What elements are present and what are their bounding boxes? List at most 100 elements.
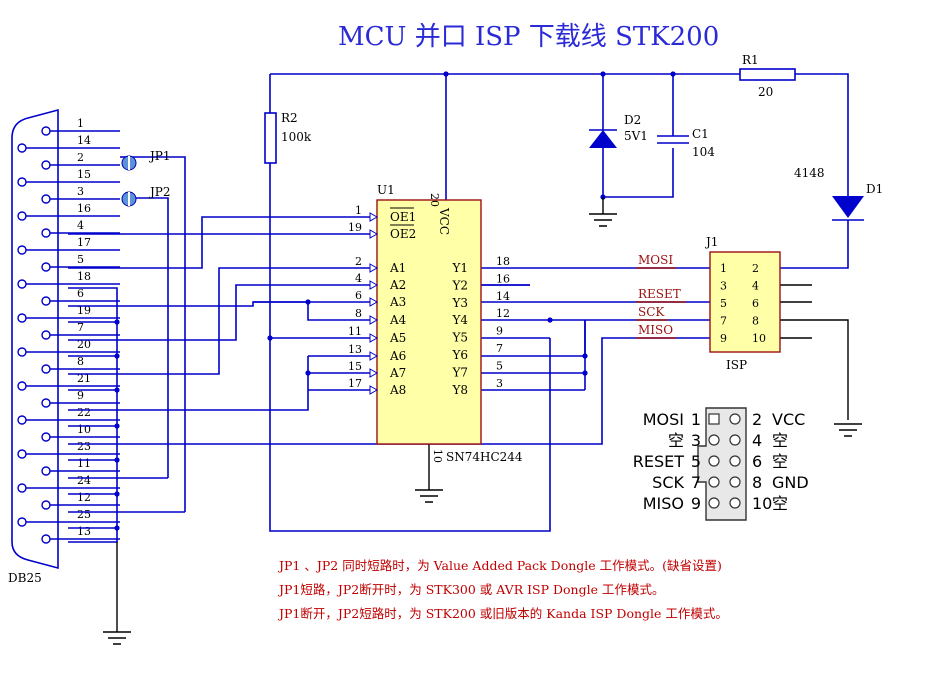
u1-pin-number: 1 xyxy=(355,204,362,217)
header-signal-left: SCK xyxy=(652,473,684,492)
diode-d1: 4148 D1 xyxy=(794,166,883,221)
u1-name: U1 xyxy=(377,183,395,197)
mode-note-3: JP1断开，JP2短路时，为 STK200 或旧版本的 Kanda ISP Do… xyxy=(277,606,728,621)
db25-pin-number: 25 xyxy=(77,508,91,521)
u1-pin-number: 17 xyxy=(348,377,362,390)
u1-pin-number: 8 xyxy=(355,307,362,320)
db25-pin-number: 17 xyxy=(77,236,91,249)
r1-name: R1 xyxy=(742,53,759,67)
u1-pin-name: A6 xyxy=(389,349,406,363)
u1-vcc-pin: 20 xyxy=(428,193,441,207)
u1-pin-number: 9 xyxy=(496,325,503,338)
header-holes xyxy=(708,413,741,509)
r2-value: 100k xyxy=(281,130,312,144)
db25-pin-8: 8 xyxy=(41,355,120,374)
db25-pin-group: 1142153164175186197208219221023112412251… xyxy=(17,117,120,544)
u1-pin-y1: Y1 18 xyxy=(451,255,510,275)
signal-reset: RESET xyxy=(638,287,681,301)
mode-note-2: JP1短路，JP2断开时，为 STK300 或 AVR ISP Dongle 工… xyxy=(277,582,664,597)
db25-pin-7: 7 xyxy=(41,321,120,340)
db25-shell xyxy=(11,108,59,570)
d1-name: D1 xyxy=(866,182,883,196)
db25-pin-4: 4 xyxy=(41,219,120,238)
db25-pin-number: 7 xyxy=(77,321,84,334)
u1-pin-number: 7 xyxy=(496,342,503,355)
u1-pin-number: 5 xyxy=(496,359,503,372)
r2-name: R2 xyxy=(281,111,298,125)
u1-pin-a4: 8 A4 xyxy=(355,307,407,327)
u1-pin-name: A5 xyxy=(389,331,406,345)
db25-pin-number: 18 xyxy=(77,270,91,283)
isp-pin-6: 6 xyxy=(752,297,759,310)
u1-pin-number: 4 xyxy=(355,272,362,285)
jumper-jp1: JP1 xyxy=(120,149,186,512)
header-num-right: 10 xyxy=(752,494,772,513)
u1-pin-number: 3 xyxy=(496,377,503,390)
u1-pin-number: 6 xyxy=(355,289,362,302)
db25-pin-18: 18 xyxy=(17,270,120,289)
db25-pin-number: 16 xyxy=(77,202,91,215)
u1-pin-name: OE2 xyxy=(390,227,416,241)
u1-pin-name: A2 xyxy=(389,278,406,292)
db25-pin-number: 15 xyxy=(77,168,91,181)
header-signal-right: 空 xyxy=(772,452,788,471)
db25-pin-number: 12 xyxy=(77,491,91,504)
db25-connector: 1142153164175186197208219221023112412251… xyxy=(8,108,120,585)
db25-pin-24: 24 xyxy=(17,474,120,493)
d1-value: 4148 xyxy=(794,166,825,180)
header-signal-left: MISO xyxy=(643,494,684,513)
u1-pin-number: 16 xyxy=(496,272,510,285)
jumper-jp2: JP2 xyxy=(121,185,171,478)
u1-pin-number: 18 xyxy=(496,255,510,268)
header-num-right: 6 xyxy=(752,452,762,471)
db25-pin-6: 6 xyxy=(41,287,120,306)
u1-pin-name: A1 xyxy=(389,261,406,275)
u1-pin-name: Y1 xyxy=(451,261,468,275)
db25-pin-14: 14 xyxy=(17,134,120,153)
db25-pin-3: 3 xyxy=(41,185,120,204)
d2-name: D2 xyxy=(624,113,641,127)
u1-pin-number: 14 xyxy=(496,290,510,303)
r1-value: 20 xyxy=(758,85,773,99)
header-num-right: 2 xyxy=(752,410,762,429)
db25-pin-number: 21 xyxy=(77,372,91,385)
resistor-r2: R2 100k xyxy=(281,111,312,144)
mode-note-1: JP1 、JP2 同时短路时，为 Value Added Pack Dongle… xyxy=(277,558,722,573)
db25-pin-25: 25 xyxy=(17,508,120,527)
db25-pin-15: 15 xyxy=(17,168,120,187)
header-signal-left: MOSI xyxy=(643,410,684,429)
u1-pin-name: A7 xyxy=(389,366,406,380)
isp-pin-10: 10 xyxy=(752,332,766,345)
c1-name: C1 xyxy=(692,127,709,141)
u1-pin-name: A4 xyxy=(389,313,407,327)
isp-pin-5: 5 xyxy=(720,297,727,310)
db25-pin-number: 9 xyxy=(77,389,84,402)
capacitor-c1: C1 104 xyxy=(692,127,715,159)
jp1-label: JP1 xyxy=(148,149,171,163)
header-signal-right: 空 xyxy=(772,431,788,450)
db25-pin-number: 10 xyxy=(77,423,91,436)
db25-pin-number: 3 xyxy=(77,185,84,198)
header-num-right: 4 xyxy=(752,431,762,450)
signal-sck: SCK xyxy=(638,305,665,319)
signal-mosi: MOSI xyxy=(638,253,673,267)
wiring xyxy=(68,71,849,632)
header-signal-right: 空 xyxy=(772,494,788,513)
db25-pin-number: 24 xyxy=(77,474,91,487)
u1-pin-a2: 4 A2 xyxy=(355,272,406,292)
